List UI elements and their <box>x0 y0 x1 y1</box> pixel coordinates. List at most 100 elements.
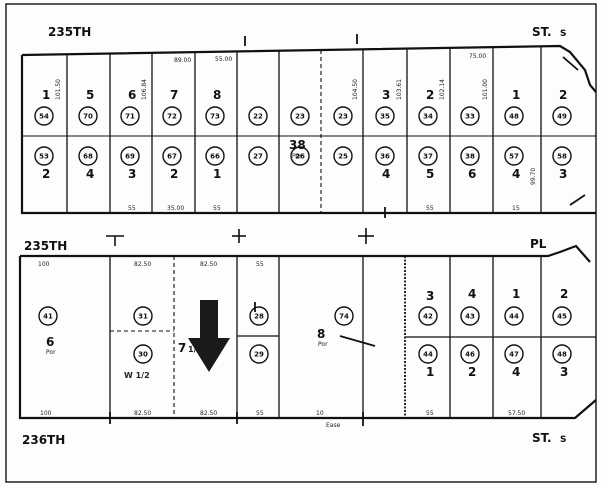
depth-label: 99.70 <box>530 168 537 185</box>
parcel-number: 57 <box>509 153 519 161</box>
lot-number: 3 <box>382 88 390 102</box>
block-b-south-boundary <box>18 256 597 420</box>
parcel-number: 66 <box>210 153 220 161</box>
street-label-235th-top: 235TH <box>48 25 91 39</box>
parcel-number: 73 <box>210 113 220 121</box>
parcel-circle <box>418 344 438 364</box>
parcel-circle <box>248 106 268 126</box>
parcel-circle <box>418 146 438 166</box>
depth-label: 103.61 <box>396 79 403 100</box>
street-label-st-bottom: ST. <box>532 431 552 445</box>
parcel-circle <box>552 306 572 326</box>
parcel-number: 49 <box>557 113 567 121</box>
parcel-circle <box>34 146 54 166</box>
parcel-number: 68 <box>83 153 93 161</box>
block-a-depth-labels: 101.50 106.84 104.50 103.61 102.14 101.0… <box>55 79 537 185</box>
street-label-235th-middle: 235TH <box>24 239 67 253</box>
parcel-number: 58 <box>557 153 567 161</box>
block-a-south-boundary <box>20 55 596 215</box>
parcel-circle <box>552 146 572 166</box>
block-b-dashed-lines <box>110 256 175 418</box>
block-a-lot-numbers-top: 1 5 6 7 8 3 2 1 2 <box>42 88 567 102</box>
block-a-bullets <box>244 34 586 218</box>
depth-label: 101.50 <box>55 79 62 100</box>
parcel-number: 41 <box>43 313 53 321</box>
depth-label: 102.14 <box>439 79 446 100</box>
parcel-circle <box>248 146 268 166</box>
parcel-number: 45 <box>557 313 567 321</box>
parcel-number: 38 <box>465 153 475 161</box>
depth-label: 106.84 <box>141 79 148 100</box>
street-label-st-top-fraction: S <box>560 29 566 39</box>
parcel-circle <box>460 344 480 364</box>
lot-number: 3 <box>560 365 568 379</box>
parcel-number: 29 <box>254 351 264 359</box>
block-b <box>18 228 597 426</box>
parcel-circle <box>552 344 572 364</box>
parcel-circle <box>249 344 269 364</box>
parcel-circle <box>333 146 353 166</box>
frontage-label: 89.00 <box>174 57 191 64</box>
lot-number: 2 <box>560 287 568 301</box>
parcel-number: 22 <box>253 113 263 121</box>
parcel-circle <box>120 106 140 126</box>
parcel-circle <box>504 344 524 364</box>
lot-number: 1 <box>512 287 520 301</box>
parcel-circle <box>375 146 395 166</box>
street-label-pl: PL <box>530 237 547 251</box>
frontage-label: 55 <box>256 261 264 268</box>
lot-number: 8 <box>317 327 325 341</box>
parcel-number: 48 <box>509 113 519 121</box>
frontage-label: 55 <box>426 205 434 212</box>
block-a-north-boundary <box>21 44 597 93</box>
parcel-number: 54 <box>39 113 49 121</box>
parcel-circle <box>205 146 225 166</box>
lot-number: 8 <box>213 88 221 102</box>
parcel-number: 34 <box>423 113 433 121</box>
parcel-number: 47 <box>509 351 519 359</box>
frontage-label: 100 <box>40 410 52 417</box>
block-a <box>20 34 597 218</box>
frontage-label: 82.50 <box>134 261 151 268</box>
easement-label: Ease <box>326 422 341 429</box>
lot-number: 7 <box>170 88 178 102</box>
frontage-label: 55 <box>213 205 221 212</box>
lot-number: 1 <box>512 88 520 102</box>
frontage-label: 82.50 <box>200 410 217 417</box>
block-a-lot-numbers-bottom: 2 4 3 2 1 4 5 6 4 3 <box>42 167 567 181</box>
lot-number: 2 <box>170 167 178 181</box>
lot-number: 2 <box>559 88 567 102</box>
frontage-label: 10 <box>316 410 324 417</box>
block-b-lot-numbers: 3 4 1 2 1 2 4 3 6 Por 8 Por W 1/2 7 1/2 … <box>46 287 568 429</box>
half-lot-label: W 1/2 <box>124 371 150 380</box>
half-lot-number: 7 <box>178 341 186 355</box>
parcel-number: 33 <box>465 113 475 121</box>
lot-number: 2 <box>42 167 50 181</box>
lot-number: 3 <box>426 289 434 303</box>
parcel-circle <box>418 106 438 126</box>
lot-number: 2 <box>426 88 434 102</box>
street-crosses <box>106 228 374 246</box>
frontage-label: 55 <box>426 410 434 417</box>
frontage-label: 55 <box>256 410 264 417</box>
parcel-number: 48 <box>557 351 567 359</box>
down-arrow-icon <box>188 300 230 372</box>
parcel-number: 23 <box>295 113 305 121</box>
lot-number-center: 38 <box>289 138 306 152</box>
lot-number: 4 <box>382 167 390 181</box>
parcel-circle <box>162 106 182 126</box>
parcel-number: 30 <box>138 351 148 359</box>
lot-number: 3 <box>559 167 567 181</box>
street-label-st-bottom-fraction: S <box>560 435 566 445</box>
parcel-number: 26 <box>295 153 305 161</box>
parcel-circle <box>162 146 182 166</box>
lot-note: Por <box>46 349 56 356</box>
street-label-236th: 236TH <box>22 433 65 447</box>
lot-number: 6 <box>468 167 476 181</box>
lot-number: 1 <box>213 167 221 181</box>
map-frame <box>5 3 597 483</box>
